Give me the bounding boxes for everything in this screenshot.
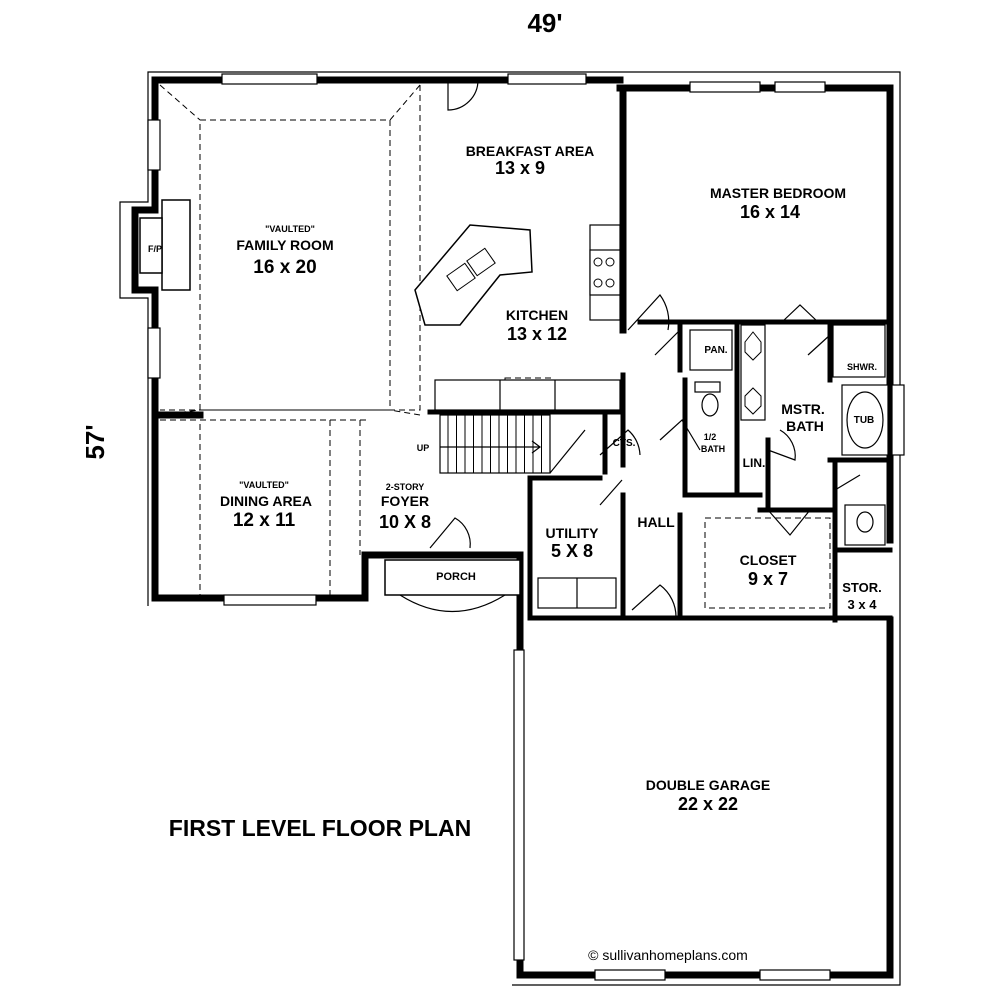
master-bath-line2: BATH: [786, 418, 824, 434]
dining-note: "VAULTED": [239, 480, 289, 490]
half-bath-line2: BATH: [701, 444, 725, 454]
family-room-size: 16 x 20: [253, 257, 316, 278]
closet-size: 9 x 7: [748, 569, 788, 589]
utility-name: UTILITY: [546, 525, 600, 541]
labels: 49' 57' BREAKFAST AREA 13 x 9 MASTER BED…: [80, 8, 882, 963]
hall-label: HALL: [637, 514, 675, 530]
shower-label: SHWR.: [847, 362, 877, 372]
kitchen-name: KITCHEN: [506, 307, 568, 323]
master-bedroom-size: 16 x 14: [740, 202, 800, 222]
garage-name: DOUBLE GARAGE: [646, 777, 770, 793]
tub-label: TUB: [854, 415, 875, 426]
breakfast-name: BREAKFAST AREA: [466, 143, 595, 159]
garage-size: 22 x 22: [678, 794, 738, 814]
fireplace-label: F/P: [148, 244, 162, 254]
half-bath-line1: 1/2: [704, 432, 717, 442]
dining-name: DINING AREA: [220, 493, 312, 509]
utility-size: 5 X 8: [551, 541, 593, 561]
interior-walls: [156, 84, 893, 623]
porch: [384, 559, 521, 612]
porch-label: PORCH: [436, 571, 476, 583]
bath-fixtures: [689, 324, 889, 546]
copyright: © sullivanhomeplans.com: [588, 947, 748, 963]
fireplace: [139, 199, 191, 291]
family-room-note: "VAULTED": [265, 224, 315, 234]
dining-size: 12 x 11: [233, 510, 296, 531]
plan-title: FIRST LEVEL FLOOR PLAN: [169, 815, 471, 841]
dimension-depth: 57': [80, 424, 110, 459]
foyer-note: 2-STORY: [386, 482, 425, 492]
storage-size: 3 x 4: [848, 597, 878, 612]
range-counter: [589, 224, 621, 321]
breakfast-size: 13 x 9: [495, 158, 545, 178]
foyer-name: FOYER: [381, 493, 429, 509]
door-swings: [429, 79, 861, 619]
master-bath-line1: MSTR.: [781, 401, 825, 417]
stairs-up-label: UP: [417, 443, 430, 453]
master-bedroom-name: MASTER BEDROOM: [710, 185, 846, 201]
foyer-size: 10 X 8: [379, 512, 431, 532]
stairs: [439, 414, 586, 474]
dimension-width: 49': [527, 8, 562, 38]
kitchen-size: 13 x 12: [507, 324, 567, 344]
linen-label: LIN.: [743, 456, 766, 470]
washer-dryer: [537, 577, 617, 609]
counter-run: [434, 379, 621, 411]
pantry-label: PAN.: [704, 345, 727, 356]
kitchen-island: [414, 224, 533, 326]
family-room-name: FAMILY ROOM: [236, 237, 333, 253]
closets-label: CTS.: [613, 438, 636, 449]
storage-name: STOR.: [842, 580, 882, 595]
closet-name: CLOSET: [740, 552, 797, 568]
